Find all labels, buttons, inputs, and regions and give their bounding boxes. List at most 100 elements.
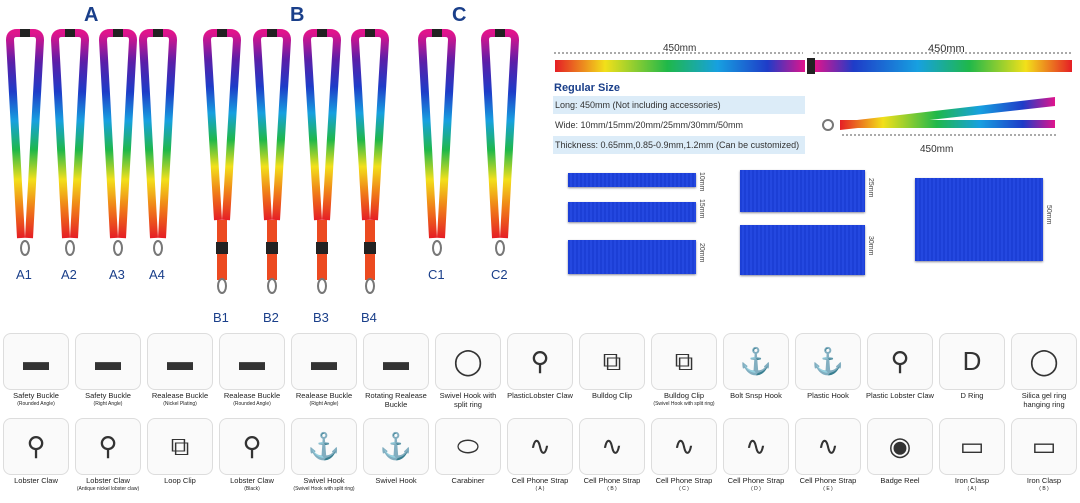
accessory-name: Cell Phone Strap <box>799 476 857 485</box>
spec-title: Regular Size <box>554 82 621 94</box>
hook-icon <box>822 119 834 131</box>
accessory-note: ( E ) <box>823 486 833 492</box>
claw-icon: ⚲ <box>75 418 141 475</box>
flat-strap-left <box>555 60 805 72</box>
lanyard-label: A3 <box>109 267 125 282</box>
lanyard-a1 <box>5 29 45 256</box>
accessory-label: Swivel Hook with split ring <box>432 391 504 409</box>
accessory-note: ( A ) <box>967 486 977 492</box>
accessory-item: ▭Iron Clasp( A ) <box>936 418 1008 503</box>
lanyard-label: B2 <box>263 310 279 325</box>
accessory-label: Cell Phone Strap( D ) <box>720 476 792 494</box>
accessory-item: ∿Cell Phone Strap( C ) <box>648 418 720 503</box>
strap-icon: ∿ <box>723 418 789 475</box>
accessory-label: Plastic Hook <box>792 391 864 400</box>
strap-25mm <box>740 170 865 212</box>
buckle-icon <box>365 29 375 37</box>
accessory-label: Lobster Claw(Antique nickel lobster claw… <box>72 476 144 494</box>
hook-icon: ⚓ <box>795 333 861 390</box>
buckle-icon <box>217 29 227 37</box>
label-20mm: 20mm <box>698 243 705 263</box>
accessory-item: ▬Realease Buckle(Rounded Angle) <box>216 333 288 418</box>
lanyard-a2 <box>50 29 90 256</box>
hook-icon: ⚓ <box>291 418 357 475</box>
accessory-name: Realease Buckle <box>295 391 353 400</box>
dim-right: 450mm <box>928 43 965 55</box>
accessory-name: Carabiner <box>451 476 485 485</box>
accessory-label: Realease Buckle(Rounded Angle) <box>216 391 288 409</box>
spec-diagram <box>554 52 1072 136</box>
badge-reel-icon: ◉ <box>867 418 933 475</box>
hook-icon <box>317 278 327 294</box>
lanyard-label: A4 <box>149 267 165 282</box>
accessory-note: (Right Angle) <box>93 401 123 407</box>
d-ring-icon: D <box>939 333 1005 390</box>
claw-icon: ⚲ <box>867 333 933 390</box>
lanyard-b1 <box>202 29 242 294</box>
lanyard-illustrations <box>5 29 520 294</box>
lanyard-b4 <box>350 29 390 294</box>
lanyard-b2 <box>252 29 292 294</box>
lanyard-label: C2 <box>491 267 508 282</box>
accessory-label: Rotating Realease Buckle <box>360 391 432 409</box>
accessory-label: Iron Clasp( B ) <box>1008 476 1080 494</box>
release-buckle-icon <box>316 242 328 254</box>
buckle-icon <box>807 58 815 74</box>
accessory-item: ∿Cell Phone Strap( B ) <box>576 418 648 503</box>
buckle-icon <box>20 29 30 37</box>
carabiner-icon: ⬭ <box>435 418 501 475</box>
accessory-name: Swivel Hook with split ring <box>439 391 497 409</box>
accessory-name: Rotating Realease Buckle <box>365 391 427 409</box>
lanyard-c2 <box>480 29 520 256</box>
buckle-icon: ▬ <box>291 333 357 390</box>
accessory-item: ⚓Bolt Snsp Hook <box>720 333 792 418</box>
accessory-item: ▬Realease Buckle(Nickel Plating) <box>144 333 216 418</box>
buckle-icon: ▬ <box>363 333 429 390</box>
accessory-name: Bolt Snsp Hook <box>730 391 782 400</box>
dim-bottom: 450mm <box>920 144 954 155</box>
accessory-label: Iron Clasp( A ) <box>936 476 1008 494</box>
buckle-icon <box>432 29 442 37</box>
spec-long: Long: 450mm (Not including accessories) <box>553 96 805 114</box>
accessory-name: D Ring <box>960 391 984 400</box>
clasp-icon: ▭ <box>939 418 1005 475</box>
accessory-item: ⚓Plastic Hook <box>792 333 864 418</box>
hook-icon <box>365 278 375 294</box>
accessory-name: Cell Phone Strap <box>583 476 641 485</box>
lanyard-label: B3 <box>313 310 329 325</box>
accessory-label: Safety Buckle(Right Angle) <box>72 391 144 409</box>
accessory-item: ∿Cell Phone Strap( D ) <box>720 418 792 503</box>
accessory-name: Lobster Claw <box>14 476 58 485</box>
buckle-icon <box>317 29 327 37</box>
hook-icon: ⚓ <box>723 333 789 390</box>
accessory-name: Cell Phone Strap <box>727 476 785 485</box>
accessory-item: ⧉Bulldog Clip(Swivel Hook with split rin… <box>648 333 720 418</box>
accessory-label: Plastic Lobster Claw <box>864 391 936 400</box>
lanyard-label: A2 <box>61 267 77 282</box>
strap-icon: ∿ <box>795 418 861 475</box>
accessory-name: Iron Clasp <box>1026 476 1062 485</box>
accessory-label: Carabiner <box>432 476 504 485</box>
accessory-note: (Black) <box>244 486 260 492</box>
hook-icon: ⚓ <box>363 418 429 475</box>
accessory-name: Iron Clasp <box>954 476 990 485</box>
buckle-icon: ▬ <box>147 333 213 390</box>
group-label-c: C <box>452 4 467 26</box>
strap-15mm <box>568 202 696 222</box>
accessory-item: ◉Badge Reel <box>864 418 936 503</box>
accessory-grid: ▬Safety Buckle(Rounded Angle)▬Safety Buc… <box>0 333 1080 503</box>
accessory-name: Safety Buckle <box>13 391 59 400</box>
accessory-name: Safety Buckle <box>85 391 131 400</box>
strap-icon: ∿ <box>651 418 717 475</box>
accessory-name: PlasticLobster Claw <box>507 391 573 400</box>
angled-strap-bottom <box>840 120 1055 128</box>
accessory-label: Realease Buckle(Nickel Plating) <box>144 391 216 409</box>
accessory-label: D Ring <box>936 391 1008 400</box>
group-label-b: B <box>290 4 305 26</box>
accessory-item: ⧉Bulldog Clip <box>576 333 648 418</box>
accessory-name: Swivel Hook <box>303 476 345 485</box>
strap-10mm <box>568 173 696 187</box>
accessory-label: Loop Clip <box>144 476 216 485</box>
buckle-icon: ▬ <box>219 333 285 390</box>
accessory-note: (Swivel Hook with split ring) <box>293 486 355 492</box>
